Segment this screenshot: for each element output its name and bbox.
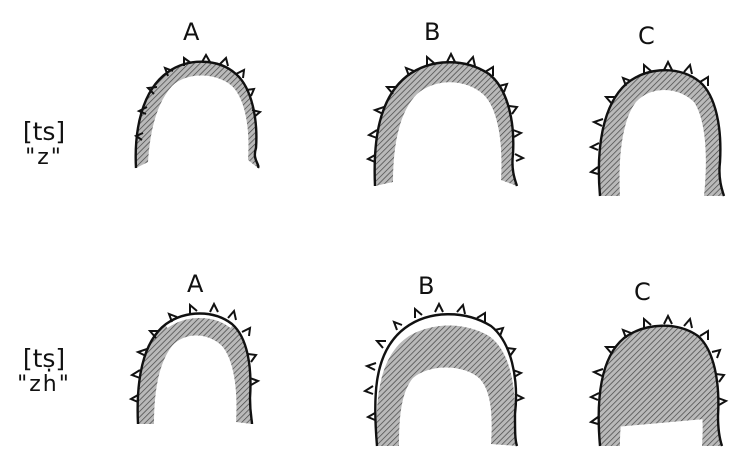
romanization-z: "z"	[14, 146, 74, 170]
palatogram-ts-b	[365, 50, 525, 190]
ipa-label-ts: [ts]	[23, 117, 65, 146]
row-label-ts: [ts] "z"	[14, 118, 74, 170]
column-label-b-top: B	[424, 18, 441, 46]
palatogram-ts-retroflex-b	[365, 298, 525, 448]
row-label-ts-retroflex: [tṣ] "zh"	[12, 345, 76, 397]
palatogram-ts-retroflex-c	[590, 308, 725, 448]
column-label-a-top: A	[183, 18, 200, 46]
column-label-c-top: C	[638, 22, 655, 50]
romanization-zh: "zh"	[12, 373, 76, 397]
palatogram-ts-a	[128, 50, 268, 170]
column-label-c-bottom: C	[634, 278, 651, 306]
column-label-a-bottom: A	[187, 270, 204, 298]
ipa-label-ts-retroflex: [tṣ]	[23, 344, 65, 373]
palatogram-ts-retroflex-a	[128, 298, 258, 428]
column-label-b-bottom: B	[418, 272, 435, 300]
palatogram-ts-c	[590, 58, 730, 198]
